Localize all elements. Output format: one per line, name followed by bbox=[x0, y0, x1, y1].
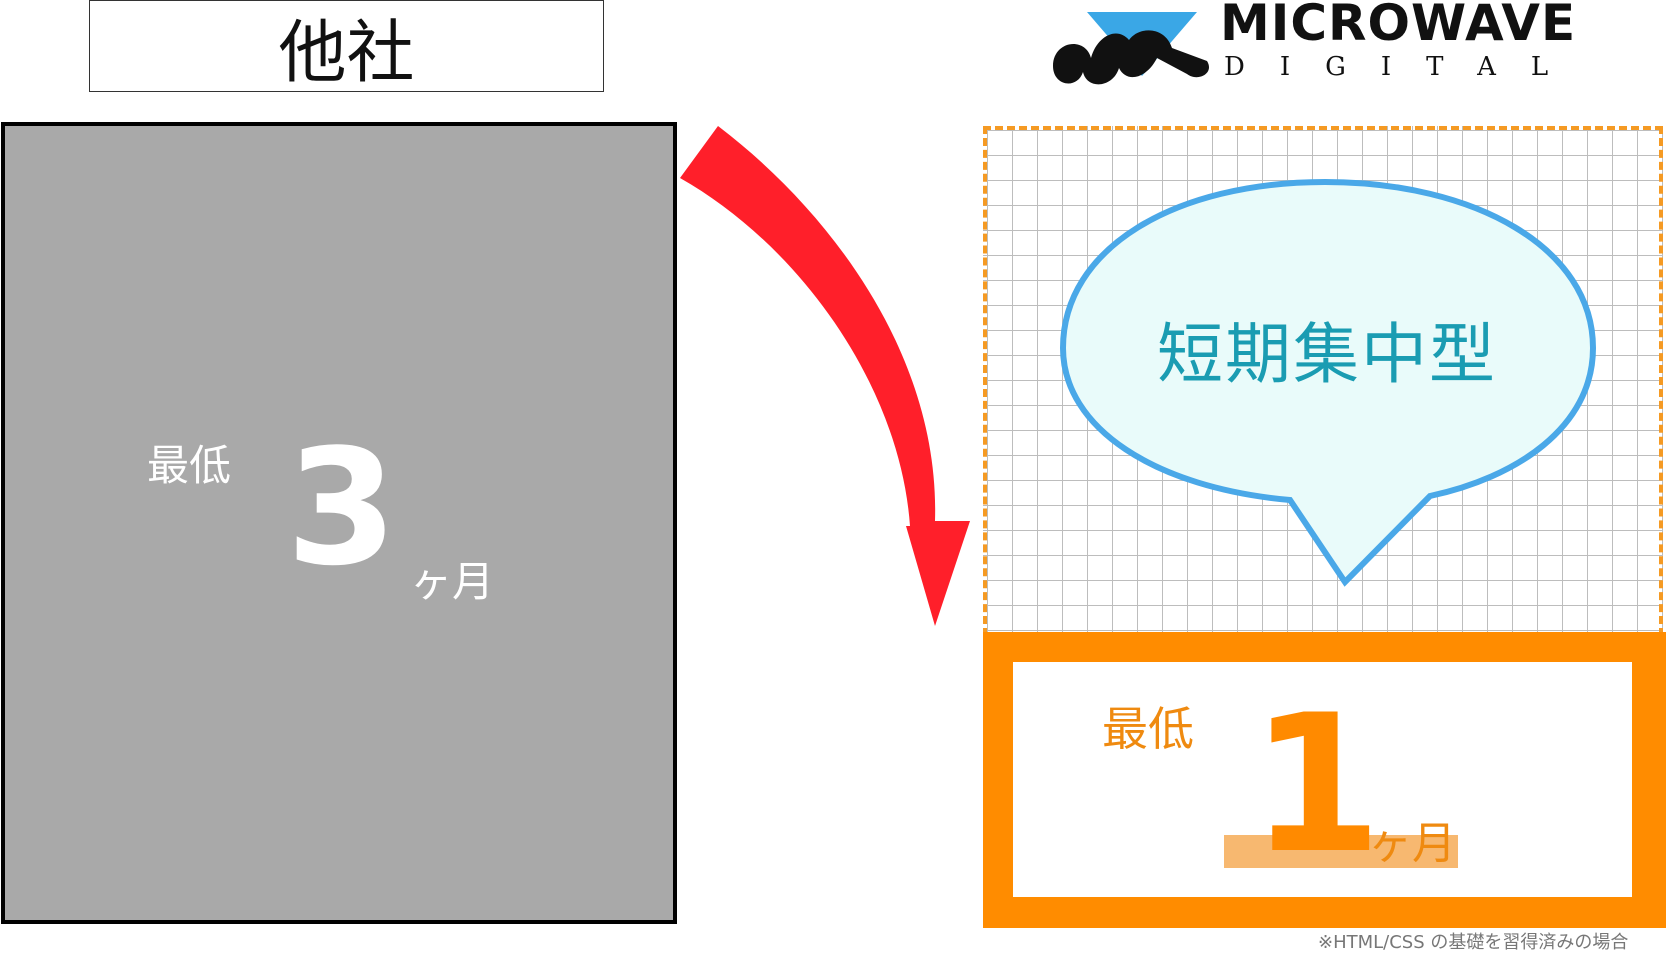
curved-arrow-icon bbox=[680, 126, 970, 626]
footnote: ※HTML/CSS の基礎を習得済みの場合 bbox=[1318, 932, 1629, 953]
logo-subtitle: DIGITAL bbox=[1224, 52, 1584, 82]
microwave-logo-icon bbox=[1053, 12, 1209, 85]
our-duration-unit: ヶ月 bbox=[1368, 818, 1456, 869]
competitor-title: 他社 bbox=[278, 13, 415, 93]
logo-name: MICROWAVE bbox=[1220, 0, 1577, 52]
competitor-panel bbox=[1, 122, 677, 924]
number-highlight bbox=[1224, 835, 1458, 868]
our-min-label: 最低 bbox=[1102, 702, 1194, 756]
competitor-duration-unit: ヶ月 bbox=[410, 557, 495, 606]
our-duration-number: 1 bbox=[1250, 674, 1383, 895]
competitor-min-label: 最低 bbox=[147, 441, 232, 490]
competitor-duration-number: 3 bbox=[286, 414, 398, 601]
bubble-text: 短期集中型 bbox=[1150, 302, 1504, 396]
competitor-title-box: 他社 bbox=[89, 0, 604, 93]
